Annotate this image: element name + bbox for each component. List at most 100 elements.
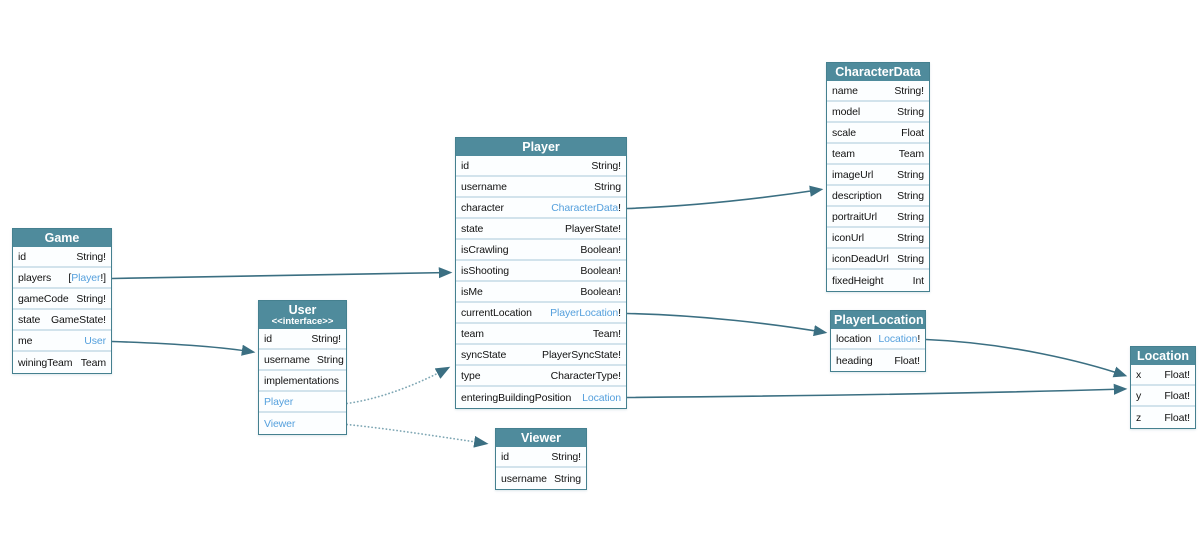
table-header-user[interactable]: User<<interface>> (259, 301, 346, 329)
edge-User.Player-to-Player (346, 366, 451, 405)
type-link[interactable]: CharacterData (551, 201, 619, 214)
field-row-characterData-team[interactable]: team Team (827, 144, 929, 165)
field-name: heading (836, 354, 873, 367)
type-text: Team (80, 356, 106, 369)
type-text: PlayerState! (565, 222, 621, 235)
type-text: String (897, 231, 924, 244)
field-name: id (501, 450, 509, 463)
field-type: String! (76, 293, 106, 305)
field-type: PlayerSyncState! (542, 349, 621, 361)
field-type: String! (591, 160, 621, 172)
table-header-location[interactable]: Location (1131, 347, 1195, 365)
type-text: Boolean! (580, 285, 621, 298)
table-header-game[interactable]: Game (13, 229, 111, 247)
edge-Game.me-to-User (111, 340, 256, 356)
type-link[interactable]: PlayerLocation (550, 306, 619, 319)
field-type: String (317, 354, 344, 366)
field-row-location-z[interactable]: z Float! (1131, 407, 1195, 428)
type-text: String (897, 189, 924, 202)
table-header-playerLocation[interactable]: PlayerLocation (831, 311, 925, 329)
type-text: PlayerSyncState! (542, 348, 621, 361)
field-row-characterData-description[interactable]: description String (827, 186, 929, 207)
field-row-user-username[interactable]: username String (259, 350, 346, 371)
field-row-location-x[interactable]: x Float! (1131, 365, 1195, 386)
field-type: Boolean! (580, 265, 621, 277)
field-name: z (1136, 411, 1142, 424)
field-type: Team (899, 148, 924, 160)
field-type: String (897, 106, 924, 118)
implementation-link[interactable]: Viewer (264, 417, 296, 430)
field-row-user-Player[interactable]: Player (259, 392, 346, 413)
type-text: String (554, 472, 581, 485)
type-link[interactable]: Player (71, 271, 101, 284)
field-row-user-Viewer[interactable]: Viewer (259, 413, 346, 434)
type-text: Float! (894, 354, 920, 367)
field-name: team (461, 327, 484, 340)
table-title: CharacterData (835, 65, 921, 79)
table-header-characterData[interactable]: CharacterData (827, 63, 929, 81)
table-title: Viewer (520, 431, 562, 445)
table-title: Player (522, 140, 560, 154)
field-row-user-implementations[interactable]: implementations (259, 371, 346, 392)
field-name: team (832, 147, 855, 160)
field-type: String (897, 169, 924, 181)
type-link[interactable]: User (84, 334, 106, 347)
field-row-game-players[interactable]: players[Player!] (13, 268, 111, 289)
field-type: String! (894, 85, 924, 97)
field-name: description (832, 189, 882, 202)
field-row-playerLocation-heading[interactable]: heading Float! (831, 350, 925, 371)
field-name: x (1136, 368, 1142, 381)
type-link[interactable]: Location (878, 332, 918, 345)
field-name: scale (832, 126, 857, 139)
field-type: Float! (1164, 412, 1190, 424)
table-header-player[interactable]: Player (456, 138, 626, 156)
field-type: Int (913, 275, 924, 287)
type-text: Float! (1164, 368, 1190, 381)
table-header-viewer[interactable]: Viewer (496, 429, 586, 447)
implementation-link[interactable]: Player (264, 395, 294, 408)
type-link[interactable]: Location (582, 391, 621, 404)
field-name: username (264, 353, 310, 366)
field-type: Team (81, 357, 106, 369)
field-type: String (897, 190, 924, 202)
field-name: iconDeadUrl (832, 252, 889, 265)
